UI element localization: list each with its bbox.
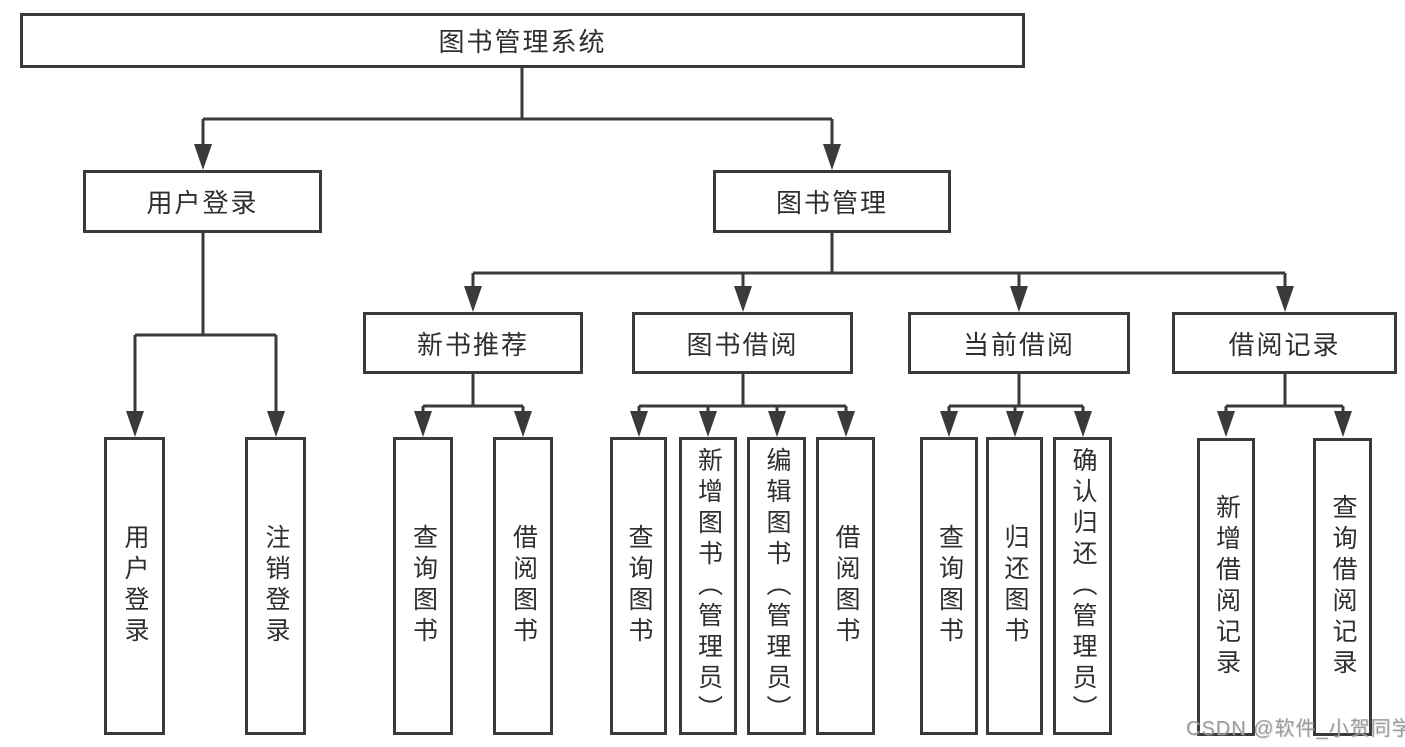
- connector-borrow-records-children: [1217, 374, 1352, 437]
- node-leaf-logout: 注销登录: [245, 437, 306, 735]
- node-root: 图书管理系统: [20, 13, 1025, 68]
- node-leaf-query-borrow-record: 查询借阅记录: [1313, 438, 1372, 736]
- node-book-borrow: 图书借阅: [632, 312, 853, 374]
- connector-root-to-level2: [194, 68, 841, 170]
- node-new-book-recommend: 新书推荐: [363, 312, 583, 374]
- node-leaf-user-login: 用户登录: [104, 437, 165, 735]
- connector-book-mgmt-children: [464, 233, 1294, 312]
- connector-user-login-children: [126, 233, 285, 437]
- node-leaf-query-book-recommend: 查询图书: [393, 437, 453, 735]
- node-leaf-add-borrow-record: 新增借阅记录: [1197, 438, 1255, 736]
- node-book-mgmt: 图书管理: [713, 170, 951, 233]
- node-leaf-borrow-book-recommend: 借阅图书: [493, 437, 553, 735]
- node-leaf-borrow-book: 借阅图书: [816, 437, 875, 735]
- node-borrow-records: 借阅记录: [1172, 312, 1397, 374]
- csdn-watermark: CSDN @软件_小贺同学: [1186, 718, 1405, 740]
- node-leaf-query-book-current: 查询图书: [920, 437, 978, 735]
- connector-book-borrow-children: [630, 374, 855, 437]
- node-leaf-return-book: 归还图书: [986, 437, 1043, 735]
- node-leaf-confirm-return-admin: 确认归还（管理员）: [1053, 437, 1112, 735]
- node-user-login: 用户登录: [83, 170, 322, 233]
- connector-new-book-children: [414, 374, 532, 437]
- node-current-borrow: 当前借阅: [908, 312, 1130, 374]
- node-leaf-add-book-admin: 新增图书（管理员）: [679, 437, 737, 735]
- node-leaf-edit-book-admin: 编辑图书（管理员）: [747, 437, 806, 735]
- connector-current-borrow-children: [940, 374, 1092, 437]
- node-leaf-query-book-borrow: 查询图书: [610, 437, 667, 735]
